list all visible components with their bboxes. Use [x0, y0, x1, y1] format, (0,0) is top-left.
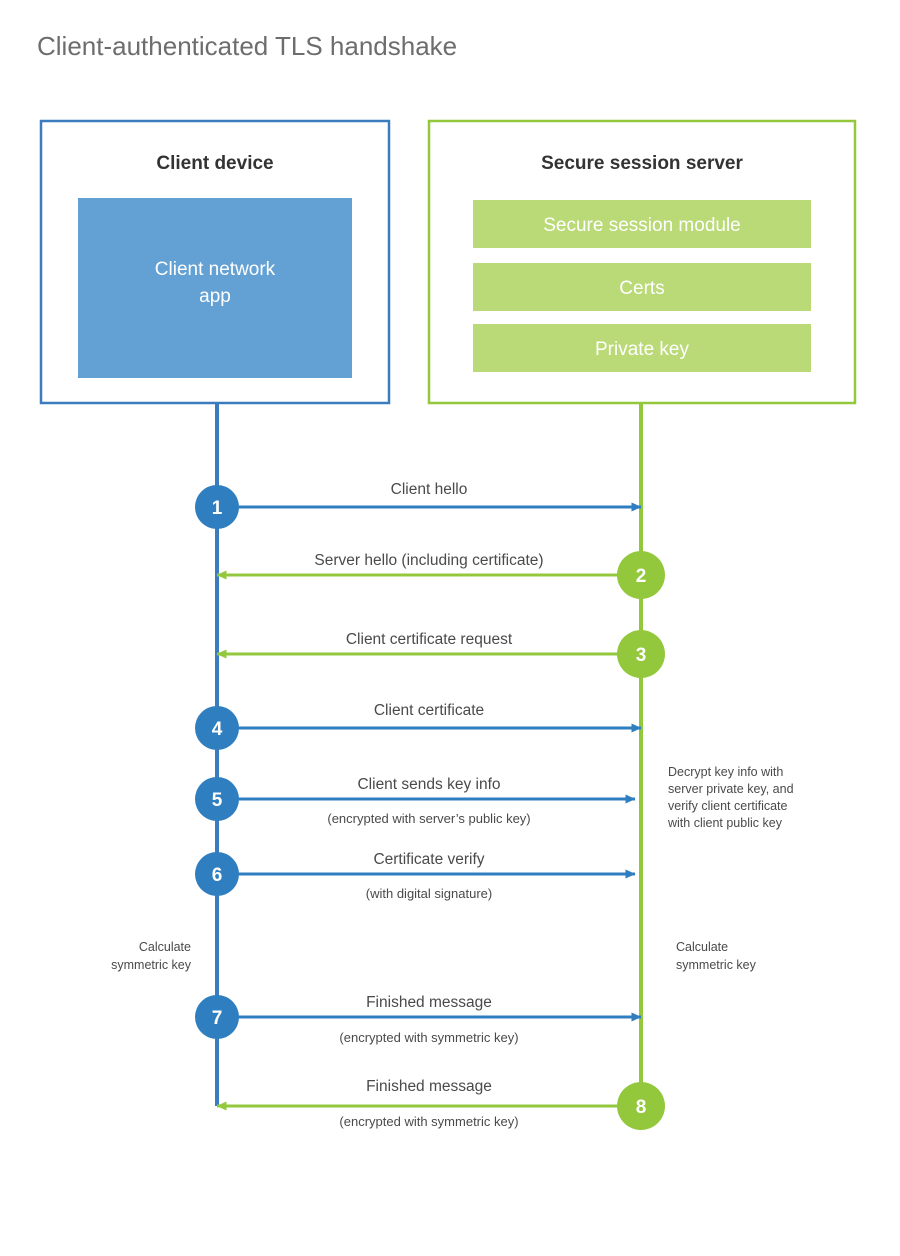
- client-network-app-label-line2: app: [199, 286, 231, 307]
- step-2-number: 2: [636, 566, 647, 587]
- step-6: Certificate verify (with digital signatu…: [195, 851, 636, 901]
- server-decrypt-line2: server private key, and: [668, 782, 794, 796]
- step-8-sublabel: (encrypted with symmetric key): [339, 1114, 518, 1129]
- step-6-badge: [195, 852, 239, 896]
- server-item-label: Secure session module: [543, 215, 741, 236]
- client-calc-line1: Calculate: [139, 940, 191, 954]
- client-network-app-label-line1: Client network: [155, 259, 276, 280]
- server-item-label: Certs: [619, 278, 664, 299]
- step-8-number: 8: [636, 1097, 647, 1118]
- secure-session-server-title: Secure session server: [541, 153, 743, 174]
- step-8-label: Finished message: [366, 1078, 492, 1095]
- step-3-label: Client certificate request: [346, 631, 513, 648]
- step-4-number: 4: [212, 719, 223, 740]
- server-decrypt-line4: with client public key: [667, 816, 783, 830]
- step-7-number: 7: [212, 1008, 223, 1029]
- step-6-sublabel: (with digital signature): [366, 886, 492, 901]
- step-8-badge: [617, 1082, 665, 1130]
- step-5: Client sends key info (encrypted with se…: [195, 776, 636, 826]
- client-calculate-symmetric-key-annotation: Calculate symmetric key: [111, 940, 192, 972]
- step-5-sublabel: (encrypted with server’s public key): [327, 811, 530, 826]
- step-8: Finished message (encrypted with symmetr…: [216, 1078, 665, 1130]
- server-calc-line1: Calculate: [676, 940, 728, 954]
- step-5-badge: [195, 777, 239, 821]
- step-3-number: 3: [636, 645, 647, 666]
- server-decrypt-line3: verify client certificate: [668, 799, 788, 813]
- step-7-label: Finished message: [366, 994, 492, 1011]
- client-calc-line2: symmetric key: [111, 958, 192, 972]
- server-item-label: Private key: [595, 339, 689, 360]
- step-1-badge: [195, 485, 239, 529]
- client-network-app-block: [78, 198, 352, 378]
- server-item-block: [473, 200, 811, 248]
- step-2-badge: [617, 551, 665, 599]
- step-4-badge: [195, 706, 239, 750]
- server-item-secure-session-module: Secure session module: [473, 200, 811, 248]
- step-6-number: 6: [212, 865, 223, 886]
- step-4: Client certificate 4: [195, 702, 642, 750]
- step-3-badge: [617, 630, 665, 678]
- secure-session-server-box: Secure session server Secure session mod…: [427, 119, 857, 405]
- step-1-number: 1: [212, 498, 223, 519]
- server-decrypt-line1: Decrypt key info with: [668, 765, 783, 779]
- server-calculate-symmetric-key-annotation: Calculate symmetric key: [676, 940, 757, 972]
- step-5-label: Client sends key info: [357, 776, 500, 793]
- step-3: Client certificate request 3: [216, 630, 665, 678]
- step-1: Client hello 1: [195, 481, 642, 529]
- server-item-block: [473, 324, 811, 372]
- step-2: Server hello (including certificate) 2: [216, 551, 665, 599]
- step-7: Finished message (encrypted with symmetr…: [195, 994, 642, 1045]
- server-decrypt-annotation: Decrypt key info with server private key…: [667, 765, 794, 830]
- step-1-label: Client hello: [391, 481, 468, 498]
- server-calc-line2: symmetric key: [676, 958, 757, 972]
- step-4-label: Client certificate: [374, 702, 484, 719]
- client-device-title: Client device: [156, 153, 273, 174]
- step-7-sublabel: (encrypted with symmetric key): [339, 1030, 518, 1045]
- server-item-block: [473, 263, 811, 311]
- step-7-badge: [195, 995, 239, 1039]
- server-item-certs: Certs: [473, 263, 811, 311]
- step-6-label: Certificate verify: [373, 851, 484, 868]
- page-title: Client-authenticated TLS handshake: [37, 31, 457, 61]
- server-item-private-key: Private key: [473, 324, 811, 372]
- step-2-label: Server hello (including certificate): [314, 552, 543, 569]
- step-5-number: 5: [212, 790, 223, 811]
- client-device-box: Client device Client network app: [39, 119, 391, 405]
